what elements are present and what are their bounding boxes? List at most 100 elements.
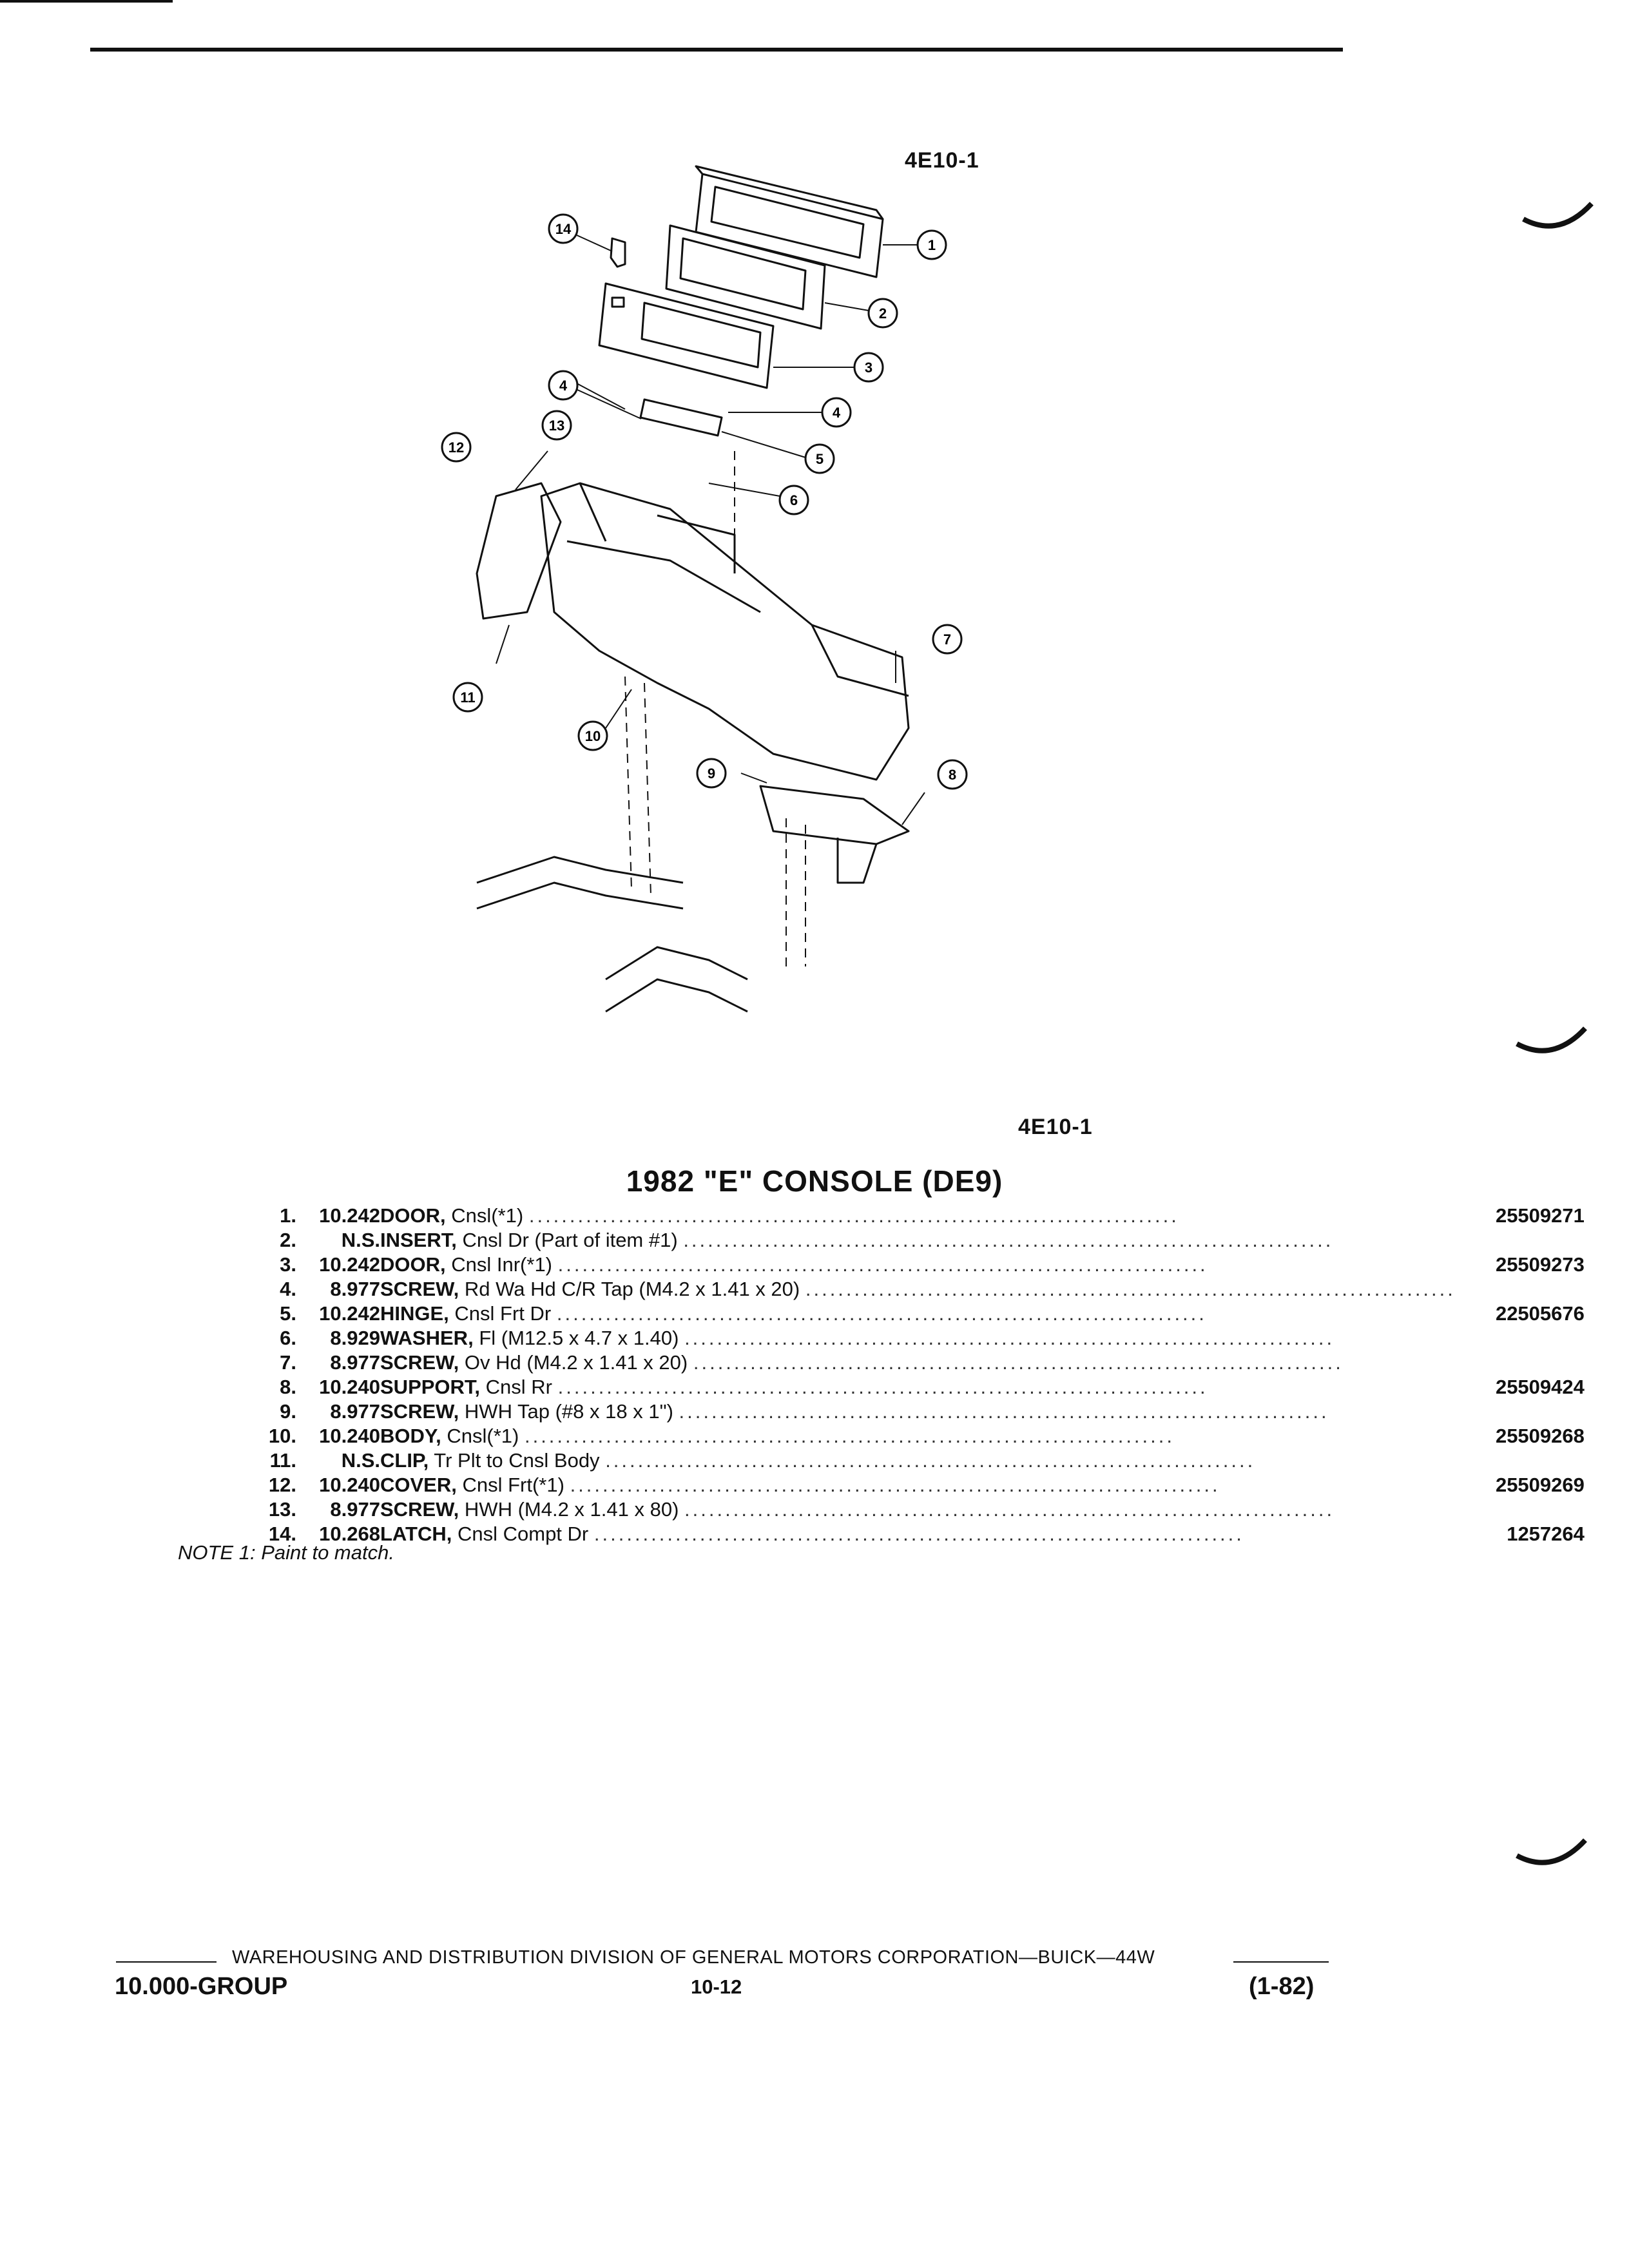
leader-dots: ........................................… [524, 1425, 1175, 1447]
part-number [1456, 1228, 1585, 1253]
assembly-lines [624, 451, 806, 966]
callout-14: 14 [548, 213, 579, 244]
header-rule [90, 48, 1343, 52]
callout-2: 2 [867, 298, 898, 329]
svg-text:5: 5 [816, 451, 824, 467]
part-number [1456, 1350, 1585, 1375]
callout-13: 13 [541, 410, 572, 441]
svg-text:14: 14 [555, 221, 572, 237]
part-door-inner [598, 282, 775, 389]
item-detail: Rd Wa Hd C/R Tap (M4.2 x 1.41 x 20) [464, 1278, 800, 1300]
binding-mark [1516, 1026, 1587, 1053]
group-number: 10.242 [319, 1253, 380, 1276]
part-number [1456, 1497, 1585, 1522]
leader-dots: ........................................… [679, 1400, 1329, 1423]
leader-dots: ........................................… [693, 1351, 1344, 1374]
item-description: CLIP, Tr Plt to Cnsl Body ..............… [380, 1448, 1456, 1473]
item-name: COVER, [380, 1474, 457, 1496]
item-number: 12. [268, 1474, 296, 1496]
item-detail: Fl (M12.5 x 4.7 x 1.40) [479, 1327, 679, 1349]
part-hinge [639, 398, 723, 437]
part-insert [665, 224, 826, 330]
page-title: 1982 "E" CONSOLE (DE9) [626, 1164, 1003, 1198]
footer-date: (1-82) [1249, 1973, 1315, 2000]
part-front-cover [476, 482, 562, 620]
item-number: 2. [280, 1229, 296, 1251]
item-description: HINGE, Cnsl Frt Dr .....................… [380, 1302, 1456, 1326]
svg-text:2: 2 [879, 305, 887, 322]
part-console-body [540, 482, 910, 781]
item-detail: Cnsl(*1) [451, 1204, 524, 1227]
footer-rule-left [116, 1961, 217, 1963]
svg-text:6: 6 [790, 492, 798, 508]
console-exploded-diagram: 14 1 2 3 4 4 5 13 12 6 7 11 10 9 8 [441, 165, 968, 1013]
callout-1: 1 [916, 229, 947, 260]
footer-group: 10.000-GROUP [115, 1973, 288, 2000]
svg-text:13: 13 [549, 418, 564, 434]
part-number: 25509424 [1495, 1376, 1585, 1398]
part-number [1456, 1399, 1585, 1424]
item-description: INSERT, Cnsl Dr (Part of item #1) ......… [380, 1228, 1456, 1253]
item-name: SUPPORT, [380, 1376, 481, 1398]
item-name: LATCH, [380, 1523, 452, 1545]
item-number: 13. [268, 1498, 296, 1521]
group-number: 8.977 [330, 1498, 380, 1521]
item-description: DOOR, Cnsl Inr(*1) .....................… [380, 1253, 1456, 1277]
item-number: 3. [280, 1253, 296, 1276]
group-number: 10.240 [319, 1425, 380, 1447]
callout-8: 8 [937, 759, 968, 790]
item-name: DOOR, [380, 1204, 446, 1227]
leader-dots: ........................................… [557, 1253, 1208, 1276]
item-name: DOOR, [380, 1253, 446, 1276]
part-number [1456, 1277, 1585, 1302]
group-number: N.S. [341, 1449, 380, 1472]
item-number: 5. [280, 1302, 296, 1325]
figure-label-top: 4E10-1 [905, 148, 979, 173]
svg-text:10: 10 [585, 728, 601, 744]
item-detail: HWH Tap (#8 x 18 x 1") [464, 1400, 673, 1423]
part-number: 25509268 [1495, 1425, 1585, 1447]
group-number: 10.240 [319, 1376, 380, 1398]
item-description: DOOR, Cnsl(*1) .........................… [380, 1204, 1456, 1228]
leader-dots: ........................................… [605, 1449, 1256, 1472]
item-name: CLIP, [380, 1449, 429, 1472]
item-detail: Cnsl Rr [485, 1376, 552, 1398]
item-detail: Cnsl(*1) [447, 1425, 519, 1447]
item-number: 11. [269, 1449, 296, 1472]
item-number: 10. [268, 1425, 296, 1447]
leader-dots: ........................................… [684, 1498, 1335, 1521]
part-number: 25509269 [1495, 1474, 1585, 1496]
item-name: SCREW, [380, 1351, 459, 1374]
group-number: 10.268 [319, 1523, 380, 1545]
item-number: 8. [280, 1376, 296, 1398]
item-description: SUPPORT, Cnsl Rr .......................… [380, 1375, 1456, 1399]
group-number: 8.929 [330, 1327, 380, 1349]
item-detail: Cnsl Compt Dr [457, 1523, 589, 1545]
item-description: SCREW, HWH (M4.2 x 1.41 x 80) ..........… [380, 1497, 1456, 1522]
part-number [1456, 1326, 1585, 1350]
binding-mark [1516, 1838, 1587, 1865]
item-number: 6. [280, 1327, 296, 1349]
leader-dots: ........................................… [805, 1278, 1456, 1300]
item-name: SCREW, [380, 1278, 459, 1300]
callout-11: 11 [452, 682, 483, 713]
item-name: SCREW, [380, 1400, 459, 1423]
part-number: 22505676 [1495, 1302, 1585, 1325]
item-number: 14. [268, 1523, 296, 1545]
item-number: 9. [280, 1400, 296, 1423]
leader-dots: ........................................… [570, 1474, 1220, 1496]
floor-pan [476, 856, 748, 1013]
figure-label-bottom: 4E10-1 [1018, 1115, 1093, 1139]
svg-text:7: 7 [943, 631, 951, 648]
leader-lines [496, 235, 925, 825]
leader-dots: ........................................… [593, 1523, 1244, 1545]
callout-6: 6 [778, 485, 809, 515]
svg-text:12: 12 [448, 439, 464, 456]
item-description: COVER, Cnsl Frt(*1) ....................… [380, 1473, 1456, 1497]
